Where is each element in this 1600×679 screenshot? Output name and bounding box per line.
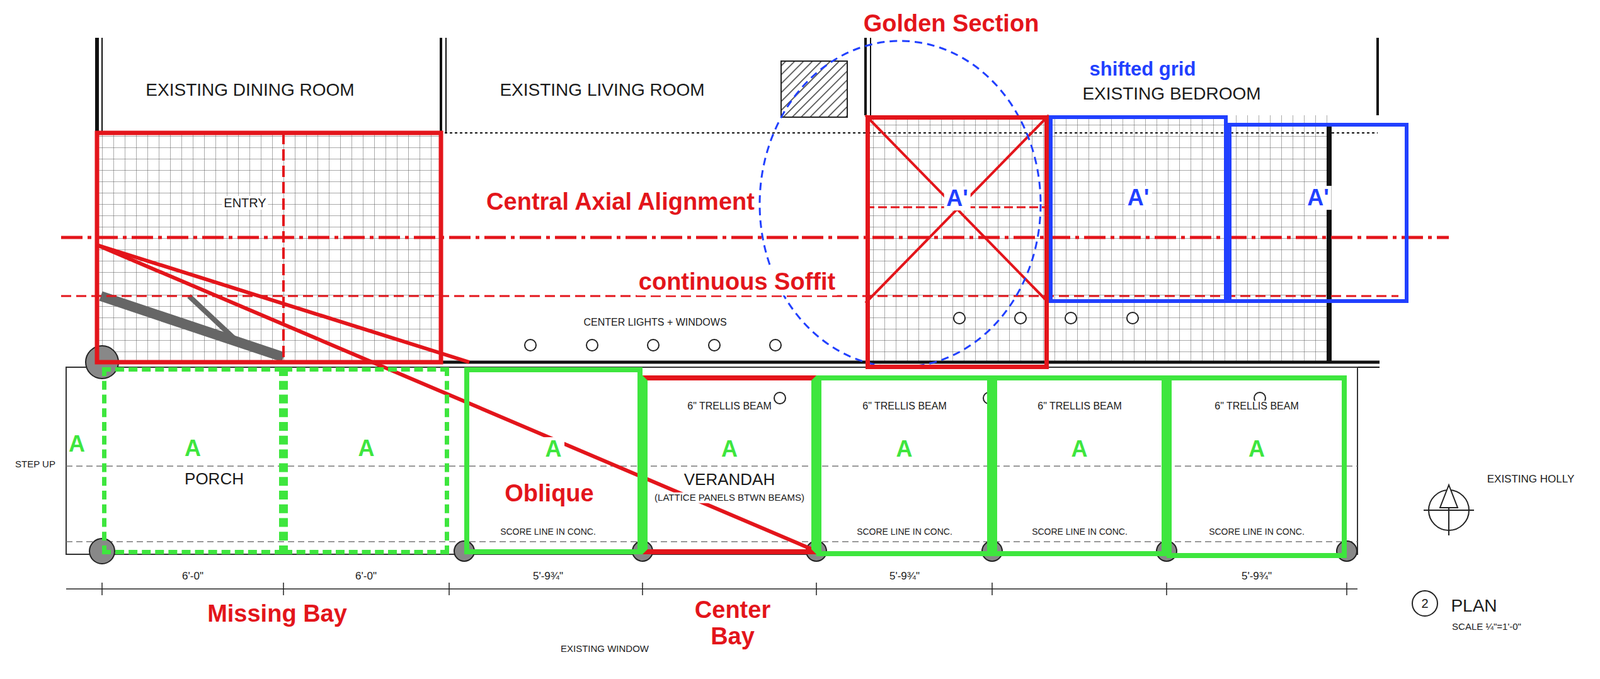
bay-letter: A: [893, 437, 916, 462]
dimension: 5'-9¾": [531, 570, 566, 583]
axial-line: [61, 236, 1449, 240]
annotation-title: Golden Section: [861, 10, 1042, 38]
annotation-title: Missing Bay: [205, 600, 349, 628]
plan-note: 6" TRELLIS BEAM: [1212, 400, 1301, 412]
entry-outline: [97, 132, 441, 363]
bay-letter: A: [1068, 437, 1091, 462]
dimension: 6'-0": [180, 570, 206, 583]
room-name: ENTRY: [221, 195, 268, 210]
bay-letter: A': [1125, 185, 1153, 210]
room-name: EXISTING DINING ROOM: [143, 80, 356, 101]
plan-note: EXISTING HOLLY: [1485, 473, 1577, 486]
verandah-bay: A: [464, 367, 643, 555]
shifted-bay: A': [1227, 122, 1409, 303]
dimension: 6'-0": [353, 570, 379, 583]
bay-letter: A: [718, 437, 741, 462]
plan-note: STEP UP: [13, 459, 58, 470]
golden-circle: [759, 40, 1041, 368]
plan-note: 6" TRELLIS BEAM: [1035, 400, 1124, 412]
porch-bay: A: [283, 367, 450, 555]
dimension: 5'-9¾": [1239, 570, 1274, 583]
bay-letter: A: [182, 436, 204, 461]
golden-diagonal: [865, 115, 1049, 303]
annotation-title: Central Axial Alignment: [484, 188, 757, 216]
plan-note: (LATTICE PANELS BTWN BEAMS): [652, 492, 807, 504]
drawing-title: PLAN: [1448, 596, 1499, 617]
oblique-line: [97, 245, 470, 363]
plan-note: SCORE LINE IN CONC.: [854, 527, 955, 537]
bay-letter: A: [66, 431, 87, 457]
light-fixtures: [524, 312, 1266, 404]
north-arrow: [1423, 485, 1475, 536]
room-name: EXISTING LIVING ROOM: [497, 80, 707, 101]
bay-letter: A': [1304, 185, 1332, 210]
bay-letter: A: [355, 436, 378, 461]
annotation-title: Center Bay: [692, 597, 773, 651]
plan-note: CENTER LIGHTS + WINDOWS: [581, 316, 729, 329]
drawing-number: 2: [1419, 596, 1430, 611]
plan-note: 6" TRELLIS BEAM: [685, 400, 773, 412]
oblique-wall: [100, 296, 284, 358]
shifted-bay: A': [1048, 115, 1228, 303]
walls: [97, 37, 1380, 368]
bay-letter: A: [1245, 437, 1268, 462]
plan-note: 6" TRELLIS BEAM: [860, 400, 949, 412]
scale-note: SCALE ¼"=1'-0": [1450, 621, 1524, 633]
plan-note: SCORE LINE IN CONC.: [498, 527, 598, 537]
annotation-title: shifted grid: [1087, 58, 1199, 80]
golden-diagonal: [865, 115, 1049, 303]
room-name: VERANDAH: [682, 470, 777, 489]
porch-bay: A: [102, 367, 284, 555]
room-name: PORCH: [182, 469, 246, 489]
entry-tile-grid: [97, 132, 441, 363]
annotation-title: continuous Soffit: [636, 268, 838, 296]
room-name: EXISTING BEDROOM: [1080, 84, 1263, 104]
annotation-title: Oblique: [502, 480, 596, 508]
entry-axis: [282, 132, 285, 363]
plan-number-circle: [1412, 590, 1438, 617]
chimney-hatch: [781, 61, 848, 118]
plan-note: SCORE LINE IN CONC.: [1029, 527, 1130, 537]
columns: [85, 345, 1357, 564]
plan-note: EXISTING WINDOW: [558, 643, 651, 655]
dimension-line: [66, 582, 1358, 596]
plan-note: SCORE LINE IN CONC.: [1206, 527, 1307, 537]
dimension: 5'-9¾": [887, 570, 922, 583]
bay-letter: A: [542, 437, 565, 462]
golden-square: A': [865, 115, 1049, 370]
bay-letter: A': [943, 186, 971, 211]
